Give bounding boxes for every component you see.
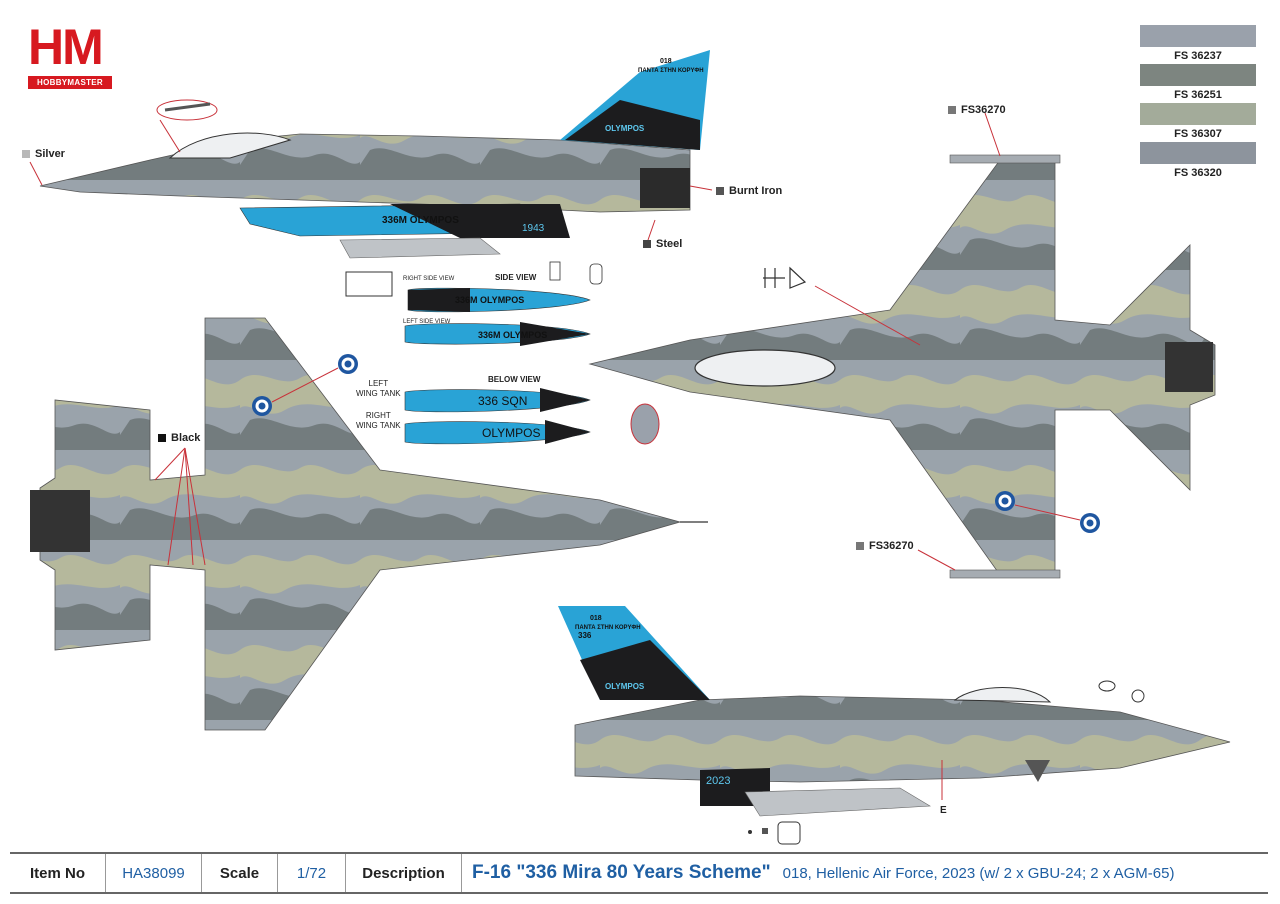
paint-chip-label: FS 36251 <box>1174 89 1222 101</box>
black-swatch <box>158 434 166 442</box>
side-view-label: SIDE VIEW <box>495 273 537 282</box>
marker-e: E <box>940 805 947 816</box>
tank-details <box>345 261 603 445</box>
tail-motto-bottom: ΠΑΝΤΑ ΣΤΗΝ ΚΟΡΥΦΗ <box>575 625 641 631</box>
paint-chip <box>1140 64 1256 86</box>
left-side-profile <box>29 50 713 259</box>
description-title: F-16 "336 Mira 80 Years Scheme" <box>472 862 771 883</box>
tank-text-below-left: 336 SQN <box>478 394 528 408</box>
paint-chip-label: FS 36307 <box>1174 128 1222 140</box>
callout-silver: Silver <box>22 148 65 160</box>
callout-fs-top: FS36270 <box>948 104 1006 116</box>
tank-text-right-side: 336M OLYMPOS <box>455 295 525 305</box>
callout-burnt-iron-label: Burnt Iron <box>729 185 783 197</box>
logo-mark: HM <box>28 19 104 75</box>
top-view <box>30 317 708 731</box>
tail-olympos-top: OLYMPOS <box>605 124 645 133</box>
paint-chip <box>1140 142 1256 164</box>
fuselage-tank-text: 336M OLYMPOS <box>382 215 459 226</box>
paint-chip <box>1140 103 1256 125</box>
silver-swatch <box>22 150 30 158</box>
bottom-view-roundel-detail <box>1080 513 1100 533</box>
scale-label: Scale <box>202 854 278 892</box>
left-wing-tank-label: LEFT WING TANK <box>356 379 401 398</box>
paint-chip <box>1140 25 1256 47</box>
item-no-value: HA38099 <box>106 854 202 892</box>
callout-black-label: Black <box>171 432 201 444</box>
tail-motto-top: ΠΑΝΤΑ ΣΤΗΝ ΚΟΡΥΦΗ <box>638 68 704 74</box>
callout-fs-top-label: FS36270 <box>961 104 1006 116</box>
callout-black: Black <box>158 432 200 444</box>
burnt-iron-swatch <box>716 187 724 195</box>
below-view-label: BELOW VIEW <box>488 375 541 384</box>
left-side-view-label: LEFT SIDE VIEW <box>403 319 451 325</box>
description-value: F-16 "336 Mira 80 Years Scheme" 018, Hel… <box>462 854 1268 892</box>
callout-fs-bottom: FS36270 <box>856 540 914 552</box>
right-wing-tank-label: RIGHT WING TANK <box>356 411 401 430</box>
fs-bottom-swatch <box>856 542 864 550</box>
callout-fs-bottom-label: FS36270 <box>869 540 914 552</box>
logo-subtitle: HOBBYMASTER <box>28 76 112 89</box>
tail-serial-top: 018 <box>660 58 672 65</box>
steel-swatch <box>643 240 651 248</box>
callout-steel-label: Steel <box>656 238 683 250</box>
tail-squadron-bottom: 336 <box>578 631 592 640</box>
callout-steel: Steel <box>643 238 682 250</box>
tank-text-left-side: 336M OLYMPOS <box>478 330 548 340</box>
year-top: 1943 <box>522 223 545 234</box>
paint-chip-label: FS 36237 <box>1174 50 1222 62</box>
info-bar: Item No HA38099 Scale 1/72 Description F… <box>10 852 1268 894</box>
tank-text-below-right: OLYMPOS <box>482 426 541 440</box>
paint-chip-label: FS 36320 <box>1174 167 1222 179</box>
year-bottom: 2023 <box>706 775 731 787</box>
item-no-label: Item No <box>10 854 106 892</box>
bottom-view-roundel <box>995 491 1015 511</box>
top-view-roundel-detail <box>338 354 358 374</box>
scale-value: 1/72 <box>278 854 346 892</box>
right-side-view-label: RIGHT SIDE VIEW <box>403 276 455 282</box>
fs-top-swatch <box>948 106 956 114</box>
right-side-profile <box>558 606 1231 845</box>
hobbymaster-logo: HM HOBBYMASTER <box>28 22 112 90</box>
tail-olympos-bottom: OLYMPOS <box>605 682 645 691</box>
tail-serial-bottom: 018 <box>590 615 602 622</box>
description-label: Description <box>346 854 462 892</box>
callout-silver-label: Silver <box>35 148 65 160</box>
bottom-view <box>588 112 1216 579</box>
description-subtitle: 018, Hellenic Air Force, 2023 (w/ 2 x GB… <box>782 864 1175 882</box>
callout-burnt-iron: Burnt Iron <box>716 185 782 197</box>
top-view-roundel <box>252 396 272 416</box>
